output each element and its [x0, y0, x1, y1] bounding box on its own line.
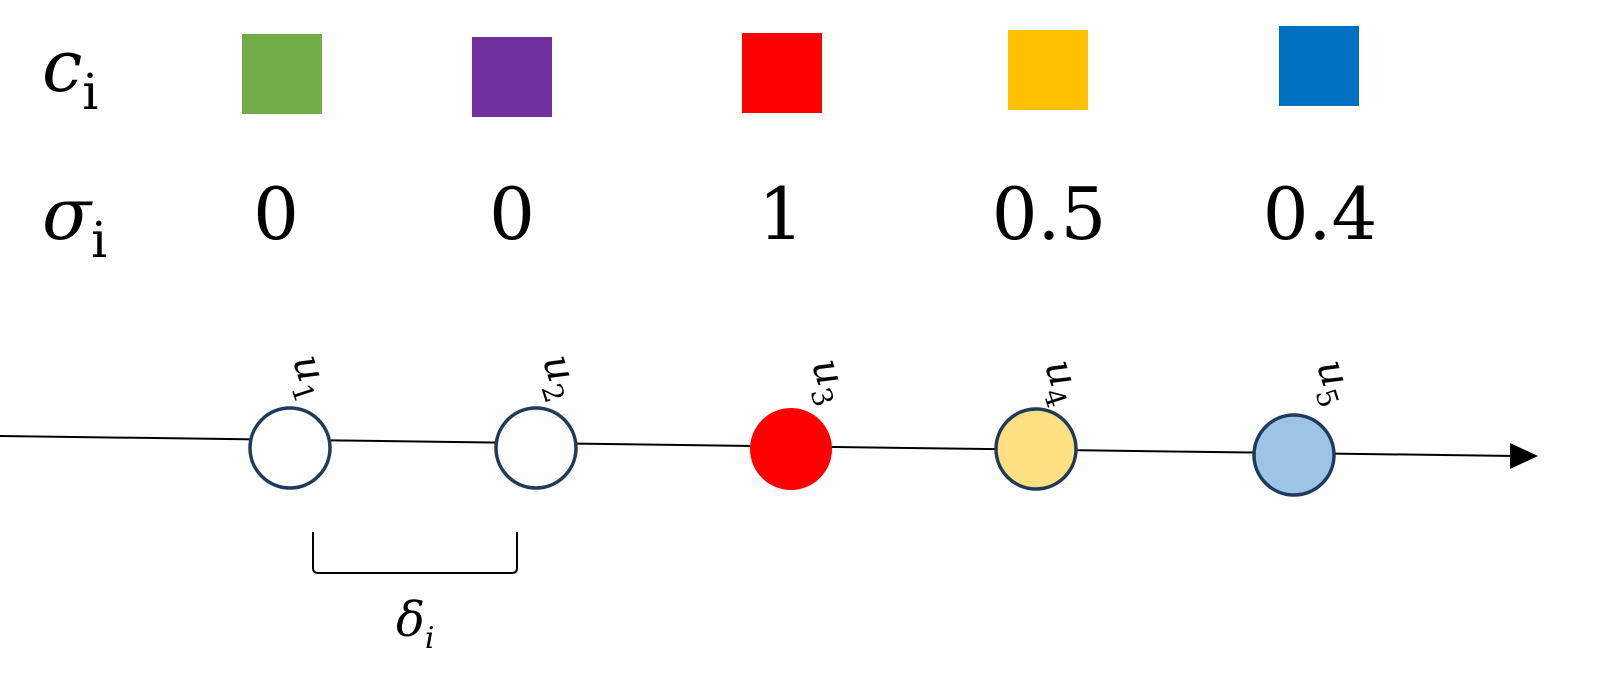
node-u5 — [1252, 413, 1336, 497]
node-u2 — [494, 406, 578, 490]
sigma-value-5: 0.4 — [1262, 172, 1378, 256]
sigma-value-3: 1 — [758, 172, 804, 256]
sigma-value-2: 0 — [489, 172, 535, 256]
color-swatch-2 — [472, 37, 552, 117]
delta-bracket — [312, 532, 518, 574]
color-swatch-1 — [242, 34, 322, 114]
sigma-value-1: 0 — [253, 172, 299, 256]
sigma-row-label: σi — [42, 172, 108, 269]
node-u4 — [994, 407, 1078, 491]
node-u3 — [750, 408, 832, 490]
color-swatch-3 — [742, 33, 822, 113]
delta-label: δi — [396, 592, 435, 656]
color-swatch-5 — [1279, 26, 1359, 106]
sigma-value-4: 0.5 — [991, 172, 1107, 256]
c-row-label: ci — [42, 24, 99, 121]
node-u1 — [248, 406, 332, 490]
color-swatch-4 — [1008, 30, 1088, 110]
axis-arrowhead — [1510, 443, 1538, 469]
